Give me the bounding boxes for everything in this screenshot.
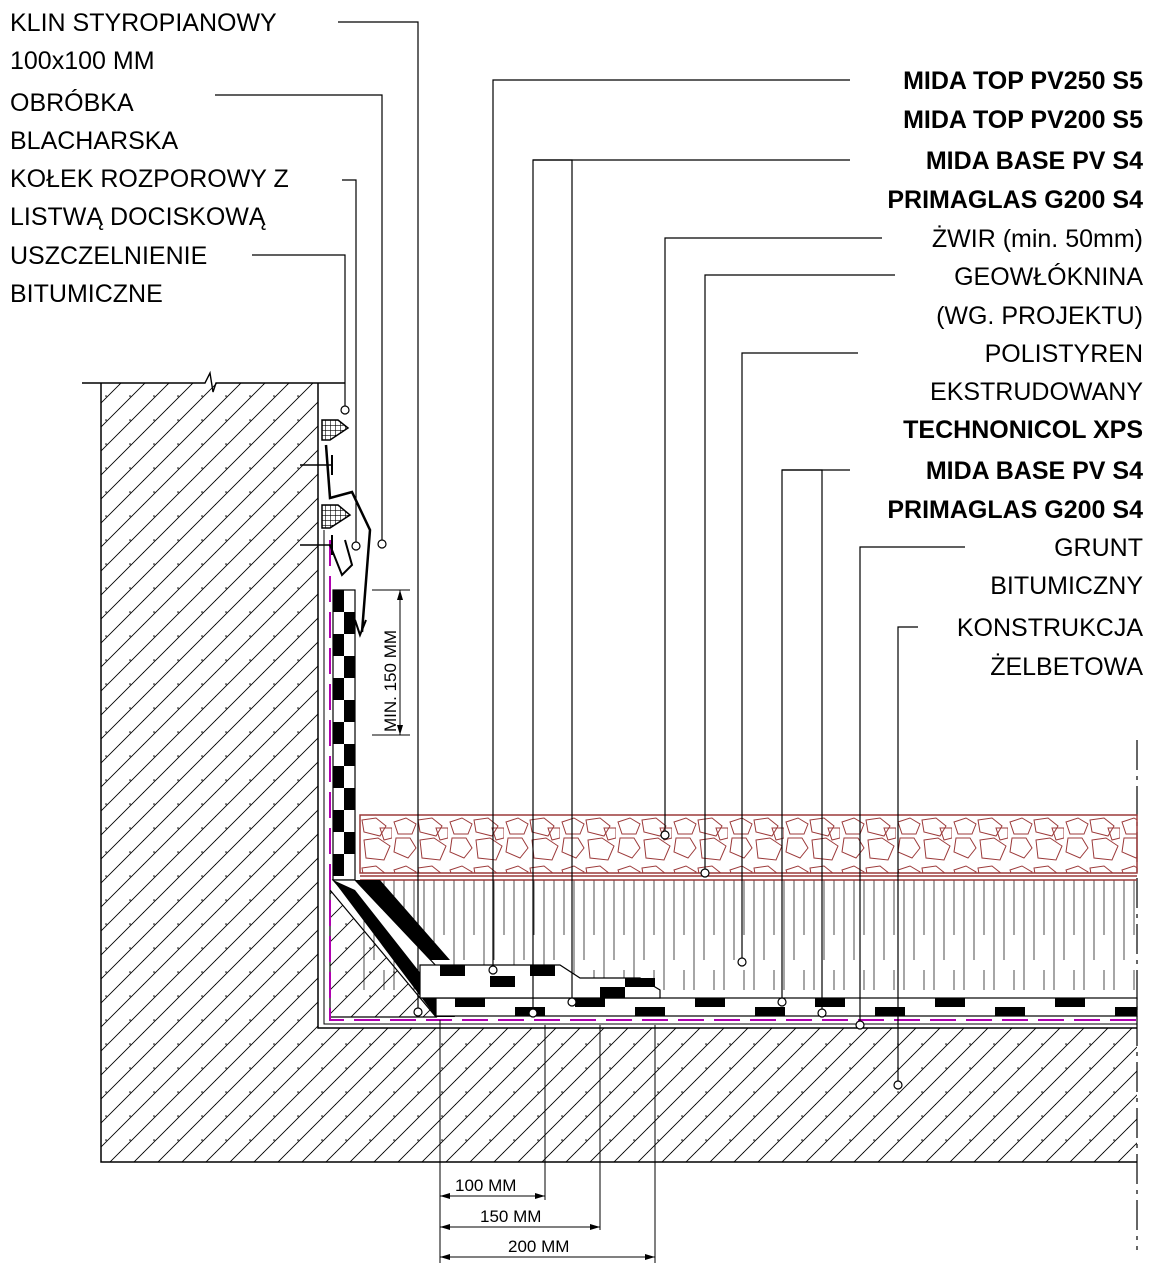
bottom-dimensions [439, 1020, 656, 1263]
flashing [300, 419, 372, 638]
label-kolek-1: KOŁEK ROZPOROWY Z [10, 165, 289, 193]
dim-150-text: 150 MM [480, 1207, 541, 1226]
horizontal-membranes [419, 964, 1138, 1017]
label-klin-2: 100x100 MM [10, 47, 155, 75]
label-zwir: ŻWIR (min. 50mm) [932, 224, 1143, 253]
label-kolek-2: LISTWĄ DOCISKOWĄ [10, 203, 266, 231]
concrete-structure [101, 383, 1137, 1162]
gravel-layer [359, 814, 1138, 874]
label-top1: MIDA TOP PV250 S5 [903, 67, 1143, 95]
label-base2: PRIMAGLAS G200 S4 [887, 186, 1143, 214]
label-base4: PRIMAGLAS G200 S4 [887, 496, 1143, 524]
leader-dots [340, 405, 903, 1090]
label-pol-3: TECHNONICOL XPS [903, 416, 1143, 444]
dim-200-text: 200 MM [508, 1237, 569, 1256]
bitumen-primer-line [329, 540, 1137, 1021]
dim-100-text: 100 MM [455, 1176, 516, 1195]
label-uszcz-1: USZCZELNIENIE [10, 242, 207, 270]
label-geo-1: GEOWŁÓKNINA [954, 262, 1143, 291]
label-base3: MIDA BASE PV S4 [926, 457, 1143, 485]
label-obrobka-2: BLACHARSKA [10, 127, 178, 155]
label-top2: MIDA TOP PV200 S5 [903, 106, 1143, 134]
vertical-membrane [332, 589, 356, 881]
label-obrobka-1: OBRÓBKA [10, 88, 134, 117]
dim-min150-text: MIN. 150 MM [381, 630, 400, 732]
label-grunt-1: GRUNT [1054, 534, 1143, 562]
label-klin-1: KLIN STYROPIANOWY [10, 9, 277, 37]
label-base1: MIDA BASE PV S4 [926, 147, 1143, 175]
label-konst-2: ŻELBETOWA [990, 652, 1143, 681]
label-uszcz-2: BITUMICZNE [10, 280, 163, 308]
label-geo-2: (WG. PROJEKTU) [936, 302, 1143, 330]
label-pol-1: POLISTYREN [985, 340, 1143, 368]
min-150-dimension [372, 589, 410, 736]
break-line [82, 370, 345, 393]
label-konst-1: KONSTRUKCJA [957, 614, 1143, 642]
leader-lines [215, 21, 965, 1085]
label-grunt-2: BITUMICZNY [990, 572, 1143, 600]
label-pol-2: EKSTRUDOWANY [930, 378, 1143, 406]
